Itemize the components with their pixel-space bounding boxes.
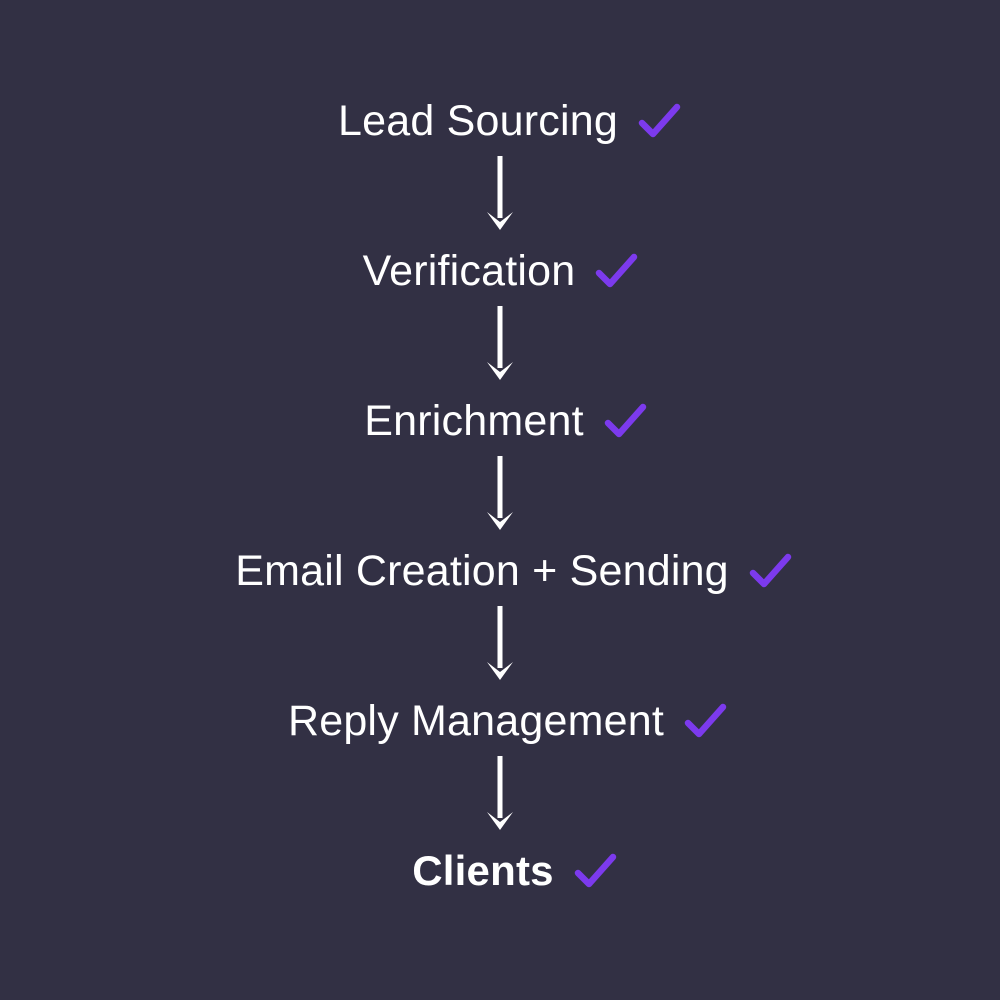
flow-step-email-creation-sending[interactable]: Email Creation + Sending [235,536,795,606]
arrow-down-icon [480,456,520,536]
flow-step-label: Enrichment [364,396,584,445]
check-icon [591,246,641,296]
check-icon [634,96,684,146]
flow-step-clients[interactable]: Clients [412,836,619,906]
flow-step-label: Lead Sourcing [338,96,618,145]
check-icon [600,396,650,446]
arrow-down-icon [480,306,520,386]
check-icon [570,846,620,896]
flow-step-label: Clients [412,847,554,894]
flow-step-verification[interactable]: Verification [363,236,642,306]
arrow-down-icon [480,756,520,836]
check-icon [745,546,795,596]
arrow-down-icon [480,606,520,686]
check-icon [680,696,730,746]
flow-step-reply-management[interactable]: Reply Management [288,686,730,756]
flow-step-label: Email Creation + Sending [235,546,729,595]
arrow-down-icon [480,156,520,236]
flow-step-label: Verification [362,246,576,295]
flow-step-label: Reply Management [287,696,665,745]
flow-step-lead-sourcing[interactable]: Lead Sourcing [338,86,684,156]
flow-step-enrichment[interactable]: Enrichment [364,386,649,456]
